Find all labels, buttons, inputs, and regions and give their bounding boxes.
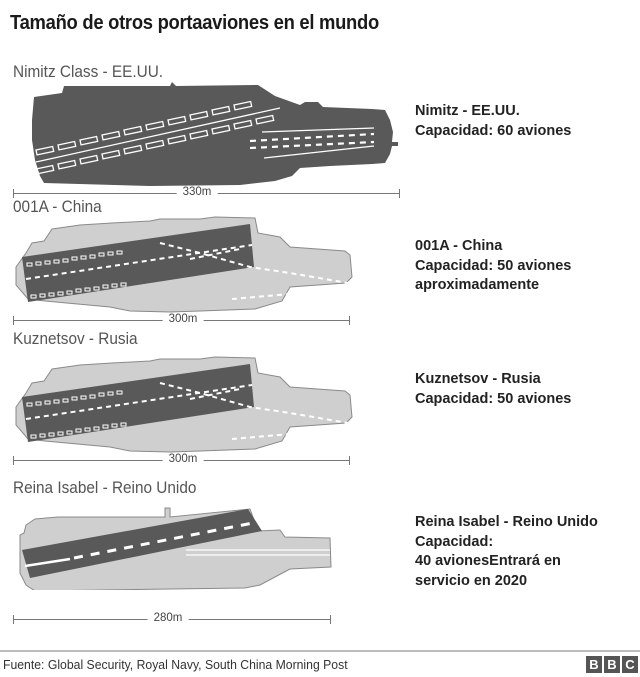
scale-bar-001a: 300m [13,313,350,326]
info-nimitz: Nimitz - EE.UU. Capacidad: 60 aviones [415,102,571,141]
nimitz-carrier-illustration [32,82,398,186]
source-credit: Fuente: Global Security, Royal Navy, Sou… [3,657,348,672]
bbc-logo-c: C [622,656,638,673]
info-001a: 001A - China Capacidad: 50 aviones aprox… [415,237,571,296]
reina-isabel-carrier-illustration [19,507,332,590]
length-label-reina-isabel: 280m [147,612,189,624]
info-kuznetsov-name: Kuznetsov - Rusia [415,371,541,387]
scale-bar-nimitz: 330m [13,186,400,199]
kuznetsov-carrier-illustration [15,356,353,453]
info-nimitz-name: Nimitz - EE.UU. [415,103,520,119]
scale-bar-reina-isabel: 280m [13,612,331,625]
info-reina-isabel-name: Reina Isabel - Reino Unido [415,514,598,530]
bbc-logo: B B C [586,656,638,673]
length-label-001a: 300m [162,313,204,325]
info-kuznetsov-capacity: Capacidad: 50 aviones [415,390,572,407]
info-reina-isabel-service: servicio en 2020 [415,572,528,589]
ship-label-reina-isabel: Reina Isabel - Reino Unido [13,479,197,497]
page-title: Tamaño de otros portaaviones en el mundo [10,12,379,34]
info-reina-isabel-capacity-label: Capacidad: [415,533,494,550]
length-label-kuznetsov: 300m [162,453,204,465]
ship-label-001a: 001A - China [13,198,102,216]
scale-bar-kuznetsov: 300m [13,453,350,466]
footer-divider [0,650,640,652]
info-reina-isabel: Reina Isabel - Reino Unido Capacidad: 40… [415,513,598,591]
bbc-logo-b2: B [604,656,620,673]
info-kuznetsov: Kuznetsov - Rusia Capacidad: 50 aviones [415,370,571,409]
info-001a-name: 001A - China [415,238,503,254]
bbc-logo-b1: B [586,656,602,673]
info-nimitz-capacity: Capacidad: 60 aviones [415,122,572,139]
001a-carrier-illustration [15,216,353,313]
length-label-nimitz: 330m [176,186,218,198]
info-reina-isabel-capacity: 40 avionesEntrará en [415,553,561,569]
info-001a-capacity: Capacidad: 50 aviones [415,257,572,274]
ship-label-nimitz: Nimitz Class - EE.UU. [13,63,164,81]
ship-label-kuznetsov: Kuznetsov - Rusia [13,330,138,348]
info-001a-note: aproximadamente [415,277,540,293]
